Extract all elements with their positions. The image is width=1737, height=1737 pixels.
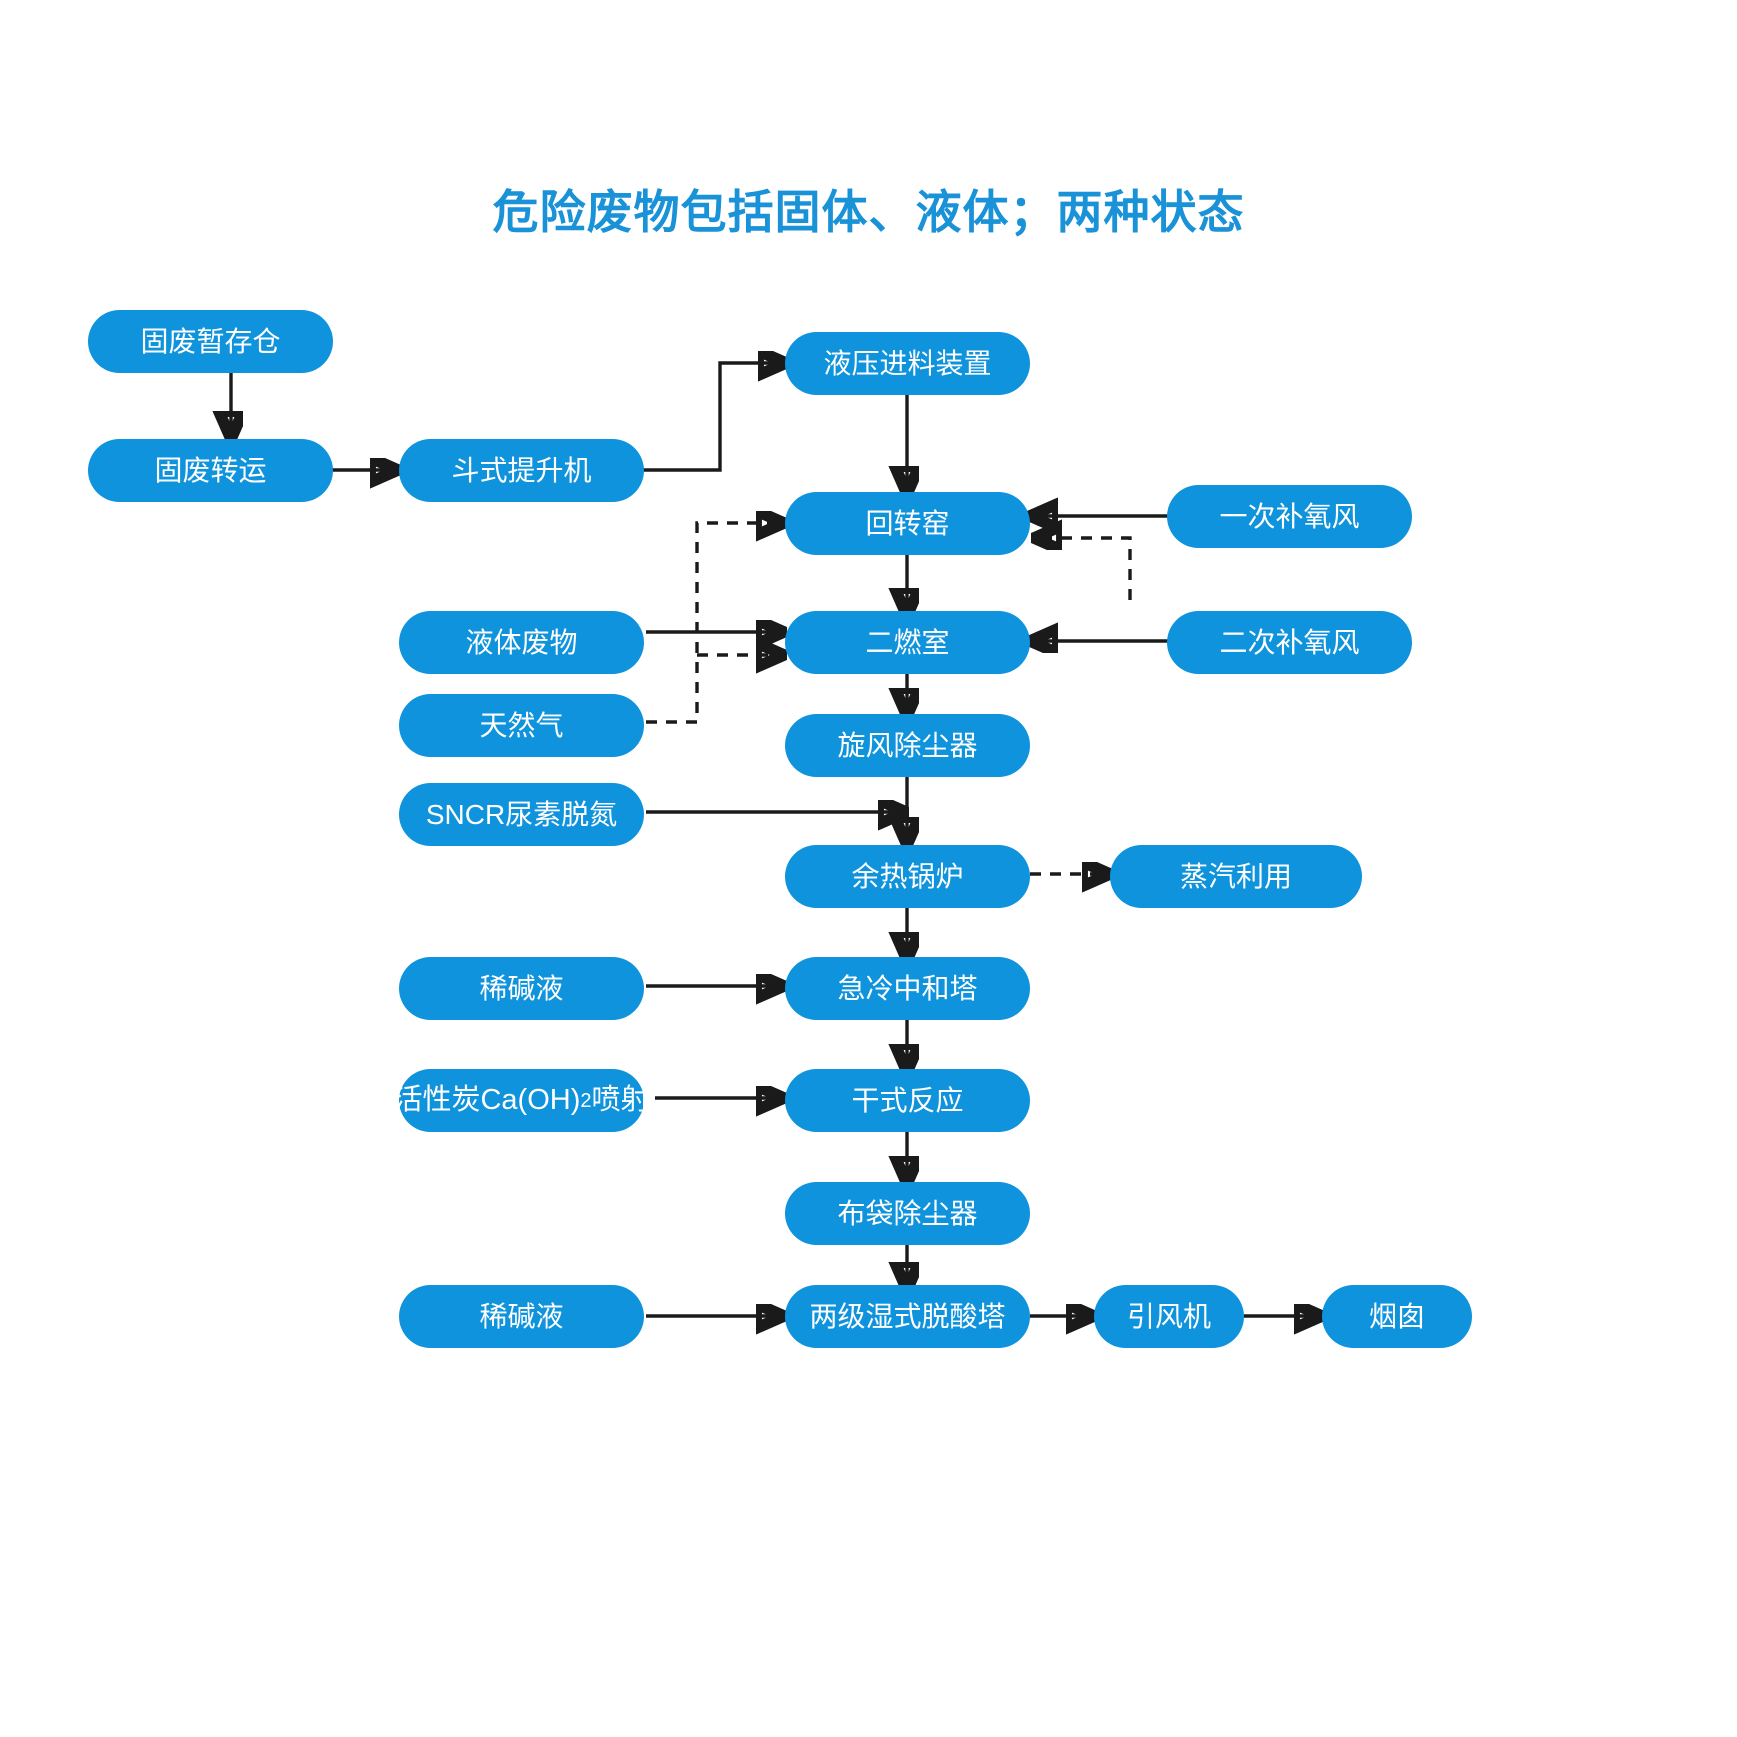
node-quench-neutralization-tower[interactable]: 急冷中和塔 [785, 957, 1030, 1020]
node-solid-storage[interactable]: 固废暂存仓 [88, 310, 333, 373]
edge-secondary-air-dashed-to-kiln [1036, 538, 1132, 600]
node-bag-filter[interactable]: 布袋除尘器 [785, 1182, 1030, 1245]
node-solid-transfer[interactable]: 固废转运 [88, 439, 333, 502]
node-liquid-waste[interactable]: 液体废物 [399, 611, 644, 674]
node-dilute-alkali-2[interactable]: 稀碱液 [399, 1285, 644, 1348]
node-sncr-urea-denitrification[interactable]: SNCR尿素脱氮 [399, 783, 644, 846]
page-title: 危险废物包括固体、液体；两种状态 [492, 186, 1245, 238]
node-dry-reaction[interactable]: 干式反应 [785, 1069, 1030, 1132]
edge-elevator-to-feeder [643, 363, 784, 472]
node-dilute-alkali-1[interactable]: 稀碱液 [399, 957, 644, 1020]
activated-carbon-label-prefix: 活性炭Ca(OH) [393, 1084, 581, 1116]
node-steam-utilization[interactable]: 蒸汽利用 [1110, 845, 1362, 908]
node-secondary-oxygen-air[interactable]: 二次补氧风 [1167, 611, 1412, 674]
node-rotary-kiln[interactable]: 回转窑 [785, 492, 1030, 555]
node-secondary-chamber[interactable]: 二燃室 [785, 611, 1030, 674]
node-two-stage-wet-deacidification-tower[interactable]: 两级湿式脱酸塔 [785, 1285, 1030, 1348]
node-chimney[interactable]: 烟囱 [1322, 1285, 1472, 1348]
node-waste-heat-boiler[interactable]: 余热锅炉 [785, 845, 1030, 908]
node-induced-draft-fan[interactable]: 引风机 [1094, 1285, 1244, 1348]
node-natural-gas[interactable]: 天然气 [399, 694, 644, 757]
node-primary-oxygen-air[interactable]: 一次补氧风 [1167, 485, 1412, 548]
node-bucket-elevator[interactable]: 斗式提升机 [399, 439, 644, 502]
node-hydraulic-feeder[interactable]: 液压进料装置 [785, 332, 1030, 395]
activated-carbon-label-suffix: 喷射 [591, 1084, 650, 1116]
activated-carbon-label-subscript: 2 [580, 1089, 592, 1112]
node-cyclone-dust-collector[interactable]: 旋风除尘器 [785, 714, 1030, 777]
edge-gas-to-kiln [646, 523, 782, 724]
